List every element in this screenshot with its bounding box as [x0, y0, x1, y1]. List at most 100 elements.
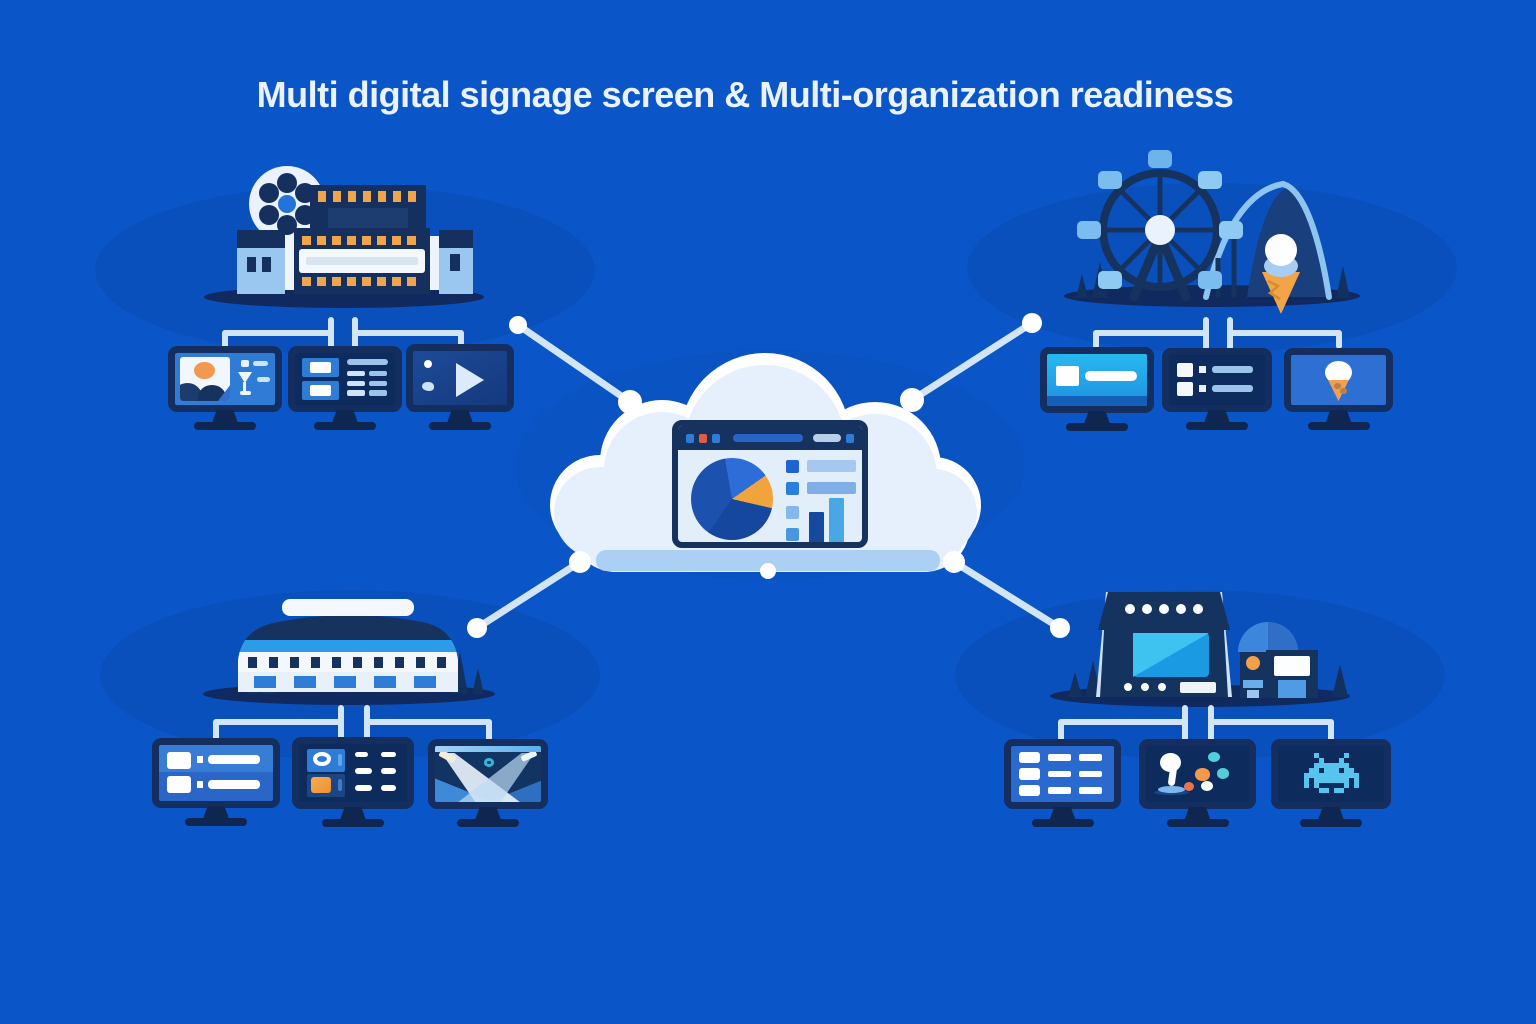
banner-band — [1047, 395, 1147, 406]
text-bar — [1078, 770, 1102, 778]
lens-icon — [312, 752, 331, 767]
screen-schedule-list — [1162, 348, 1272, 412]
stadium-doors — [254, 676, 436, 688]
text-bar — [355, 785, 373, 791]
monitor-stand — [203, 806, 229, 819]
tile — [306, 774, 346, 797]
signage-monitor — [1040, 347, 1154, 433]
ice-cream-icon — [1325, 361, 1352, 384]
monitor-stand — [1084, 411, 1110, 424]
screen-info-table — [1004, 739, 1121, 809]
screen-hero-banner — [1040, 347, 1154, 413]
signage-monitor — [406, 344, 514, 432]
text-bar — [381, 751, 397, 758]
address-bar — [733, 434, 803, 442]
dashboard-content — [678, 450, 862, 542]
signage-monitor — [1139, 739, 1256, 829]
text-bar — [355, 768, 373, 775]
text-bar — [807, 482, 856, 494]
stadium-windows — [248, 657, 446, 668]
signage-monitor — [1271, 739, 1391, 829]
signage-monitor — [1004, 739, 1121, 829]
monitor-base — [1300, 819, 1362, 827]
checkbox-icon — [786, 528, 799, 541]
monitor-stand — [340, 807, 366, 820]
screen-ice-cream-ad — [1284, 348, 1393, 412]
dot-white — [1200, 780, 1213, 792]
signage-monitor — [428, 739, 548, 829]
monitor-base — [1066, 423, 1128, 431]
chip — [196, 756, 204, 764]
banner-image — [1056, 366, 1079, 387]
monitor-base — [429, 422, 491, 430]
cinema-building — [237, 166, 473, 294]
signage-monitor — [292, 737, 414, 829]
row-chip — [1019, 751, 1040, 763]
text-bar — [1212, 365, 1253, 373]
signage-monitor — [168, 346, 282, 432]
screen-brackets — [213, 317, 1342, 745]
tile — [302, 358, 339, 377]
connection-lines — [473, 319, 1064, 632]
ferris-wheel-icon — [1077, 150, 1243, 302]
checkbox-icon — [786, 482, 799, 495]
connection-nodes — [467, 313, 1070, 638]
tile — [302, 381, 339, 400]
monitor-base — [1186, 422, 1248, 430]
cone-dot — [1333, 383, 1342, 389]
tile — [306, 749, 346, 772]
monitor-stand — [1325, 410, 1352, 423]
thumb — [166, 776, 191, 794]
screen-menu-list — [152, 738, 280, 808]
thumb — [166, 751, 191, 769]
glass-icon — [240, 390, 251, 395]
space-invader-icon — [1304, 753, 1309, 758]
text-bar — [347, 380, 365, 386]
cms-browser-window — [672, 420, 868, 548]
arcade-venue — [1068, 592, 1348, 698]
text-bar — [1048, 753, 1071, 761]
text-chip — [241, 360, 249, 368]
pie-chart-icon — [691, 458, 773, 540]
monitor-base — [1307, 422, 1370, 430]
monitor-stand — [212, 410, 238, 423]
monitor-base — [1031, 819, 1094, 827]
monitor-base — [1166, 819, 1229, 827]
monitor-base — [314, 422, 376, 430]
amusement-park — [1076, 150, 1350, 314]
link-bottom-right — [950, 558, 1064, 632]
text-bar — [347, 359, 388, 365]
stadium-roof — [282, 599, 414, 616]
monitor-stand — [1184, 807, 1211, 820]
text-bar — [208, 779, 261, 789]
row-chip — [1019, 785, 1040, 797]
page-title: Multi digital signage screen & Multi-org… — [256, 74, 1234, 115]
monitor-stand — [447, 410, 473, 423]
dot-teal — [1217, 768, 1230, 780]
checkbox-icon — [786, 506, 799, 519]
text-bar — [355, 751, 369, 758]
play-icon — [456, 362, 485, 397]
monitor-stand — [1318, 807, 1344, 820]
chip — [1198, 385, 1207, 392]
joystick-base — [1158, 786, 1186, 794]
bar-chart-icon — [809, 512, 824, 542]
chip — [196, 780, 204, 789]
monitor-stand — [475, 807, 501, 820]
text-bar — [1048, 787, 1071, 795]
signage-monitor — [288, 346, 402, 432]
cone-dot — [1340, 388, 1348, 394]
ferris-cabins — [1077, 150, 1243, 289]
text-bar — [1048, 770, 1071, 778]
text-bar — [1078, 753, 1102, 761]
signage-monitor — [1162, 348, 1272, 432]
red-square-icon — [699, 433, 708, 443]
mountain — [218, 383, 230, 401]
text-bar — [381, 785, 397, 791]
text-bar — [1212, 384, 1253, 392]
text-bar — [253, 361, 268, 366]
photo-panel — [180, 357, 230, 401]
monitor-stand — [1204, 410, 1230, 423]
